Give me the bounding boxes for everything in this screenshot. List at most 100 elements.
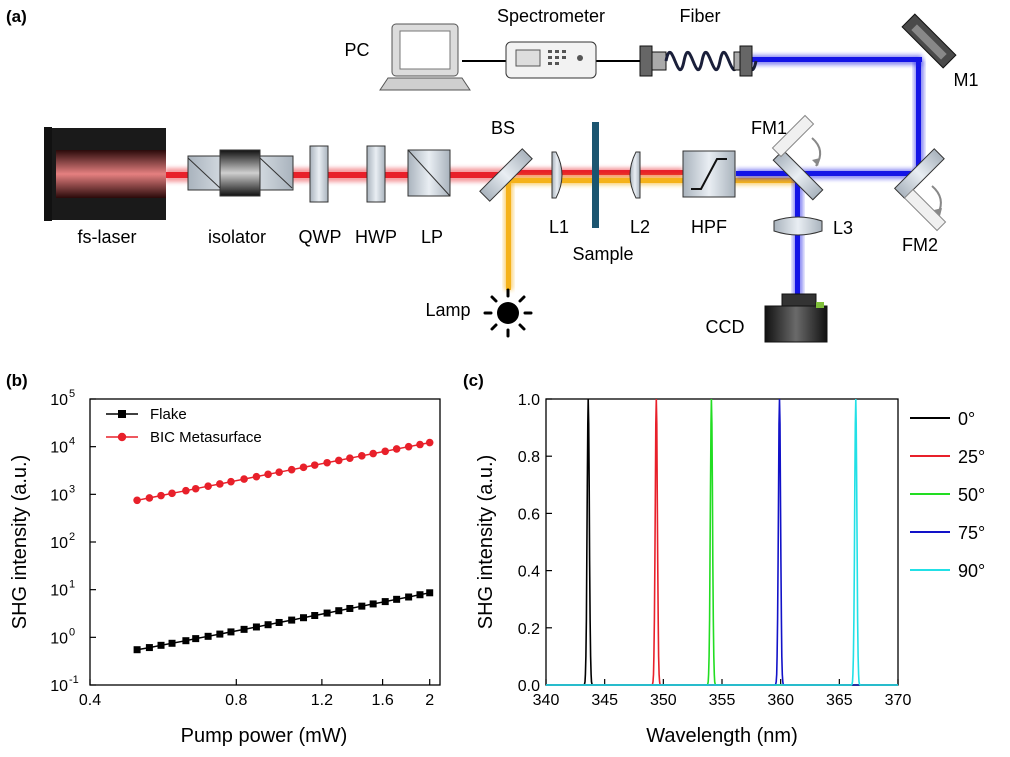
- y-tick-exponent-b: -1: [69, 674, 79, 686]
- data-point-bic: [287, 465, 296, 474]
- spectrum-line-0: [546, 398, 898, 686]
- legend-label-c: 90°: [958, 561, 985, 581]
- data-point-bic: [157, 491, 165, 500]
- data-point-bic: [358, 452, 366, 460]
- data-point-flake: [157, 641, 165, 649]
- lamp-icon: [483, 288, 533, 338]
- y-tick-label-b: 10: [50, 630, 68, 647]
- data-point-flake: [288, 616, 296, 624]
- mirror-m1-icon: [901, 13, 957, 69]
- data-point-bic: [299, 463, 308, 472]
- legend-label-c: 25°: [958, 447, 985, 467]
- l2-label: L2: [630, 217, 650, 237]
- x-tick-label-b: 0.8: [225, 692, 247, 709]
- lens-l2-icon: [629, 151, 641, 199]
- x-tick-label-c: 365: [826, 692, 853, 709]
- x-tick-label-c: 360: [767, 692, 794, 709]
- spectrometer-icon: [505, 41, 597, 79]
- legend-c: 0°25°50°75°90°: [910, 409, 985, 581]
- data-point-flake: [323, 609, 331, 617]
- data-point-bic: [404, 442, 413, 451]
- data-point-flake: [145, 644, 153, 652]
- data-point-flake: [426, 589, 434, 597]
- spectrum-line-4: [546, 398, 898, 686]
- sample-icon: [592, 122, 599, 228]
- x-tick-label-b: 1.6: [371, 692, 393, 709]
- blue-beam: [736, 55, 924, 296]
- y-tick-exponent-b: 3: [69, 483, 75, 495]
- pc-label: PC: [344, 40, 369, 60]
- data-point-flake: [133, 646, 141, 654]
- data-point-bic: [145, 494, 154, 502]
- legend-label-c: 0°: [958, 409, 975, 429]
- data-point-flake: [240, 625, 248, 633]
- data-point-bic: [264, 470, 272, 479]
- y-tick-label-b: 10: [50, 487, 68, 504]
- plot-frame-b: [89, 398, 441, 686]
- y-tick-exponent-b: 2: [69, 531, 75, 543]
- polarizer-icon: [407, 149, 451, 197]
- fm2-label: FM2: [902, 235, 938, 255]
- legend-label-c: 75°: [958, 523, 985, 543]
- lp-label: LP: [421, 227, 443, 247]
- x-axis-label-c: Wavelength (nm): [646, 725, 798, 747]
- lamp-label: Lamp: [425, 300, 470, 320]
- l3-label: L3: [833, 218, 853, 238]
- data-point-flake: [204, 632, 212, 640]
- spectrum-line-2: [546, 398, 898, 686]
- lens-l1-icon: [551, 151, 563, 199]
- data-point-bic: [310, 461, 319, 469]
- panel-label-a: (a): [6, 7, 27, 26]
- data-point-bic: [369, 449, 377, 458]
- bs-label: BS: [491, 118, 515, 138]
- data-point-bic: [216, 480, 224, 488]
- beam-splitter-icon: [479, 148, 533, 202]
- yellow-beam: [503, 176, 799, 290]
- data-point-flake: [369, 600, 377, 608]
- m1-label: M1: [953, 70, 978, 90]
- legend-b: Flake BIC Metasurface: [106, 406, 262, 446]
- ccd-label: CCD: [706, 317, 745, 337]
- y-tick-exponent-b: 4: [69, 436, 75, 448]
- data-point-bic: [381, 447, 390, 456]
- y-tick-label-c: 1.0: [518, 392, 540, 409]
- panel-label-c: (c): [463, 371, 484, 390]
- fiber-label: Fiber: [679, 6, 720, 26]
- data-point-flake: [275, 618, 283, 626]
- data-point-bic: [392, 445, 401, 453]
- qwp-label: QWP: [299, 227, 342, 247]
- qwp-icon: [309, 145, 329, 203]
- x-tick-label-b: 1.2: [311, 692, 333, 709]
- data-point-flake: [311, 612, 319, 620]
- data-point-bic: [204, 482, 212, 491]
- data-point-flake: [416, 591, 424, 599]
- data-point-flake: [227, 628, 235, 636]
- spectrum-line-3: [546, 398, 898, 686]
- y-tick-label-b: 10: [50, 583, 68, 600]
- data-point-flake: [252, 623, 260, 631]
- x-tick-label-c: 345: [591, 692, 618, 709]
- computer-icon: [379, 23, 471, 91]
- lens-l3-icon: [773, 216, 823, 236]
- fiber-icon: [639, 45, 758, 77]
- legend-label-bic: BIC Metasurface: [150, 429, 262, 446]
- legend-marker-flake: [118, 410, 126, 418]
- data-point-flake: [381, 598, 389, 606]
- x-tick-label-b: 2: [425, 692, 434, 709]
- data-point-bic: [133, 496, 141, 505]
- legend-label-flake: Flake: [150, 406, 187, 423]
- x-axis-label-b: Pump power (mW): [181, 725, 348, 747]
- data-point-bic: [252, 472, 261, 481]
- data-point-bic: [227, 477, 235, 486]
- x-tick-label-c: 370: [885, 692, 912, 709]
- x-tick-label-c: 355: [709, 692, 736, 709]
- isolator-icon: [187, 149, 294, 197]
- x-tick-label-c: 350: [650, 692, 677, 709]
- y-tick-label-c: 0.0: [518, 678, 540, 695]
- data-point-flake: [192, 635, 200, 643]
- hpf-label: HPF: [691, 217, 727, 237]
- data-point-flake: [358, 602, 366, 610]
- legend-marker-bic: [117, 432, 127, 442]
